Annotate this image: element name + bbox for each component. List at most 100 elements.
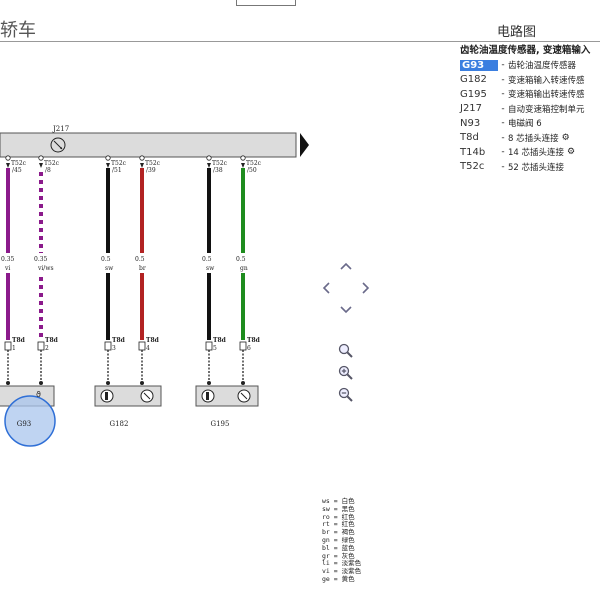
top-connector-label: T52c: [44, 160, 60, 167]
chevron-left-icon: [322, 282, 330, 294]
connector-location-icon[interactable]: ⚙: [561, 132, 570, 143]
color-key-row: bl = 蓝色: [322, 543, 361, 553]
pin-arrow-icon: [106, 163, 110, 168]
color-key-row: sw = 黑色: [322, 504, 361, 514]
color-code: rt: [322, 520, 330, 529]
magnifier-icon: [338, 343, 353, 358]
color-name: 蓝色: [341, 543, 355, 552]
color-code: gr: [322, 551, 330, 560]
legend-item[interactable]: T52c-52 芯插头连接: [460, 160, 600, 175]
plug-connector-icon: [37, 341, 45, 351]
color-key-equals: =: [329, 543, 342, 552]
color-code: ws: [322, 497, 330, 505]
color-code: br: [322, 528, 330, 537]
color-key-equals: =: [329, 512, 342, 521]
legend-item[interactable]: T8d-8 芯插头连接⚙: [460, 131, 600, 146]
sensor-core-icon: [206, 392, 209, 400]
legend-description: 电磁阀 6: [508, 119, 542, 130]
highlight-circle: [4, 395, 56, 447]
pin-arrow-icon: [140, 163, 144, 168]
color-key-equals: =: [329, 504, 342, 513]
pan-left-button[interactable]: [318, 280, 334, 296]
color-code: ro: [322, 512, 330, 521]
color-code: bl: [322, 543, 330, 552]
bottom-pin-label: 5: [213, 345, 217, 352]
continuation-arrow-icon: [300, 133, 309, 157]
junction-dot: [207, 381, 211, 385]
header-divider: [0, 41, 600, 42]
vehicle-title: 轿车: [0, 20, 36, 41]
connector-location-icon[interactable]: ⚙: [567, 147, 576, 158]
legend-code: J217: [460, 103, 483, 115]
bottom-connector-label: T8d: [247, 337, 261, 344]
sensor-component[interactable]: G195: [195, 385, 259, 428]
legend-description: 变速箱输出转速传感: [508, 90, 585, 101]
color-key-row: br = 褐色: [322, 528, 361, 537]
plug-connector-icon: [239, 341, 247, 351]
color-name: 褐色: [341, 528, 355, 537]
bottom-connector-label: T8d: [45, 337, 59, 344]
legend-code: G195: [460, 88, 487, 100]
color-key-row: ro = 红色: [322, 512, 361, 522]
control-unit[interactable]: J217: [0, 125, 309, 158]
wire-color-code: vi/ws: [37, 265, 54, 272]
bottom-connector-label: T8d: [12, 337, 26, 344]
pan-right-button[interactable]: [358, 280, 374, 296]
color-code: vi: [322, 567, 330, 576]
legend-item[interactable]: G93-齿轮油温度传感器: [460, 58, 600, 73]
legend-item[interactable]: N93 -电磁阀 6: [460, 116, 600, 131]
zoom-in-button[interactable]: [337, 364, 355, 382]
legend-code: N93: [460, 117, 481, 129]
wire-color-code: br: [139, 265, 146, 272]
legend-separator: -: [501, 118, 505, 129]
junction-dot: [39, 381, 43, 385]
color-code: gn: [322, 535, 330, 544]
zoom-fit-button[interactable]: [337, 342, 355, 360]
zoom-out-button[interactable]: [337, 386, 355, 404]
color-name: 红色: [341, 520, 355, 529]
pan-up-button[interactable]: [338, 258, 354, 274]
legend-item[interactable]: G182-变速箱输入转速传感: [460, 73, 600, 88]
pan-controls: [318, 258, 374, 322]
bottom-connector-label: T8d: [146, 337, 160, 344]
legend-code: G93: [460, 59, 498, 71]
color-name: 淡紫色: [341, 567, 362, 576]
color-name: 绿色: [341, 535, 355, 544]
pin-terminal: [38, 155, 44, 161]
legend-item[interactable]: T14b-14 芯插头连接⚙: [460, 145, 600, 160]
zoom-in-icon: [338, 365, 353, 380]
legend-code: T14b: [460, 146, 486, 158]
section-title: 电路图: [497, 25, 537, 40]
legend-code: T8d: [460, 132, 479, 144]
legend-description: 52 芯插头连接: [508, 162, 565, 173]
zoom-out-icon: [338, 387, 353, 402]
wire-color-code: vi: [4, 265, 10, 272]
legend-separator: -: [501, 161, 505, 172]
junction-dot: [6, 381, 10, 385]
pan-down-button[interactable]: [338, 302, 354, 318]
pin-terminal: [240, 155, 246, 161]
pin-arrow-icon: [207, 163, 211, 168]
color-key-equals: =: [329, 528, 342, 537]
bottom-pin-label: 2: [45, 345, 49, 352]
control-unit-label: J217: [52, 125, 69, 133]
top-pin-label: /8: [45, 167, 51, 174]
legend-item[interactable]: J217-自动变速箱控制单元: [460, 102, 600, 117]
legend-code: G182: [460, 74, 487, 86]
legend-item[interactable]: G195-变速箱输出转速传感: [460, 87, 600, 102]
control-unit-bar: [0, 132, 297, 158]
bottom-connector-label: T8d: [112, 337, 126, 344]
wires-layer: T52c/450.35viT8d1T52c/80.35vi/wsT8d2T52c…: [1, 155, 262, 385]
pin-arrow-icon: [39, 163, 43, 168]
legend-separator: -: [501, 74, 505, 85]
sensor-component[interactable]: G182: [94, 385, 162, 428]
